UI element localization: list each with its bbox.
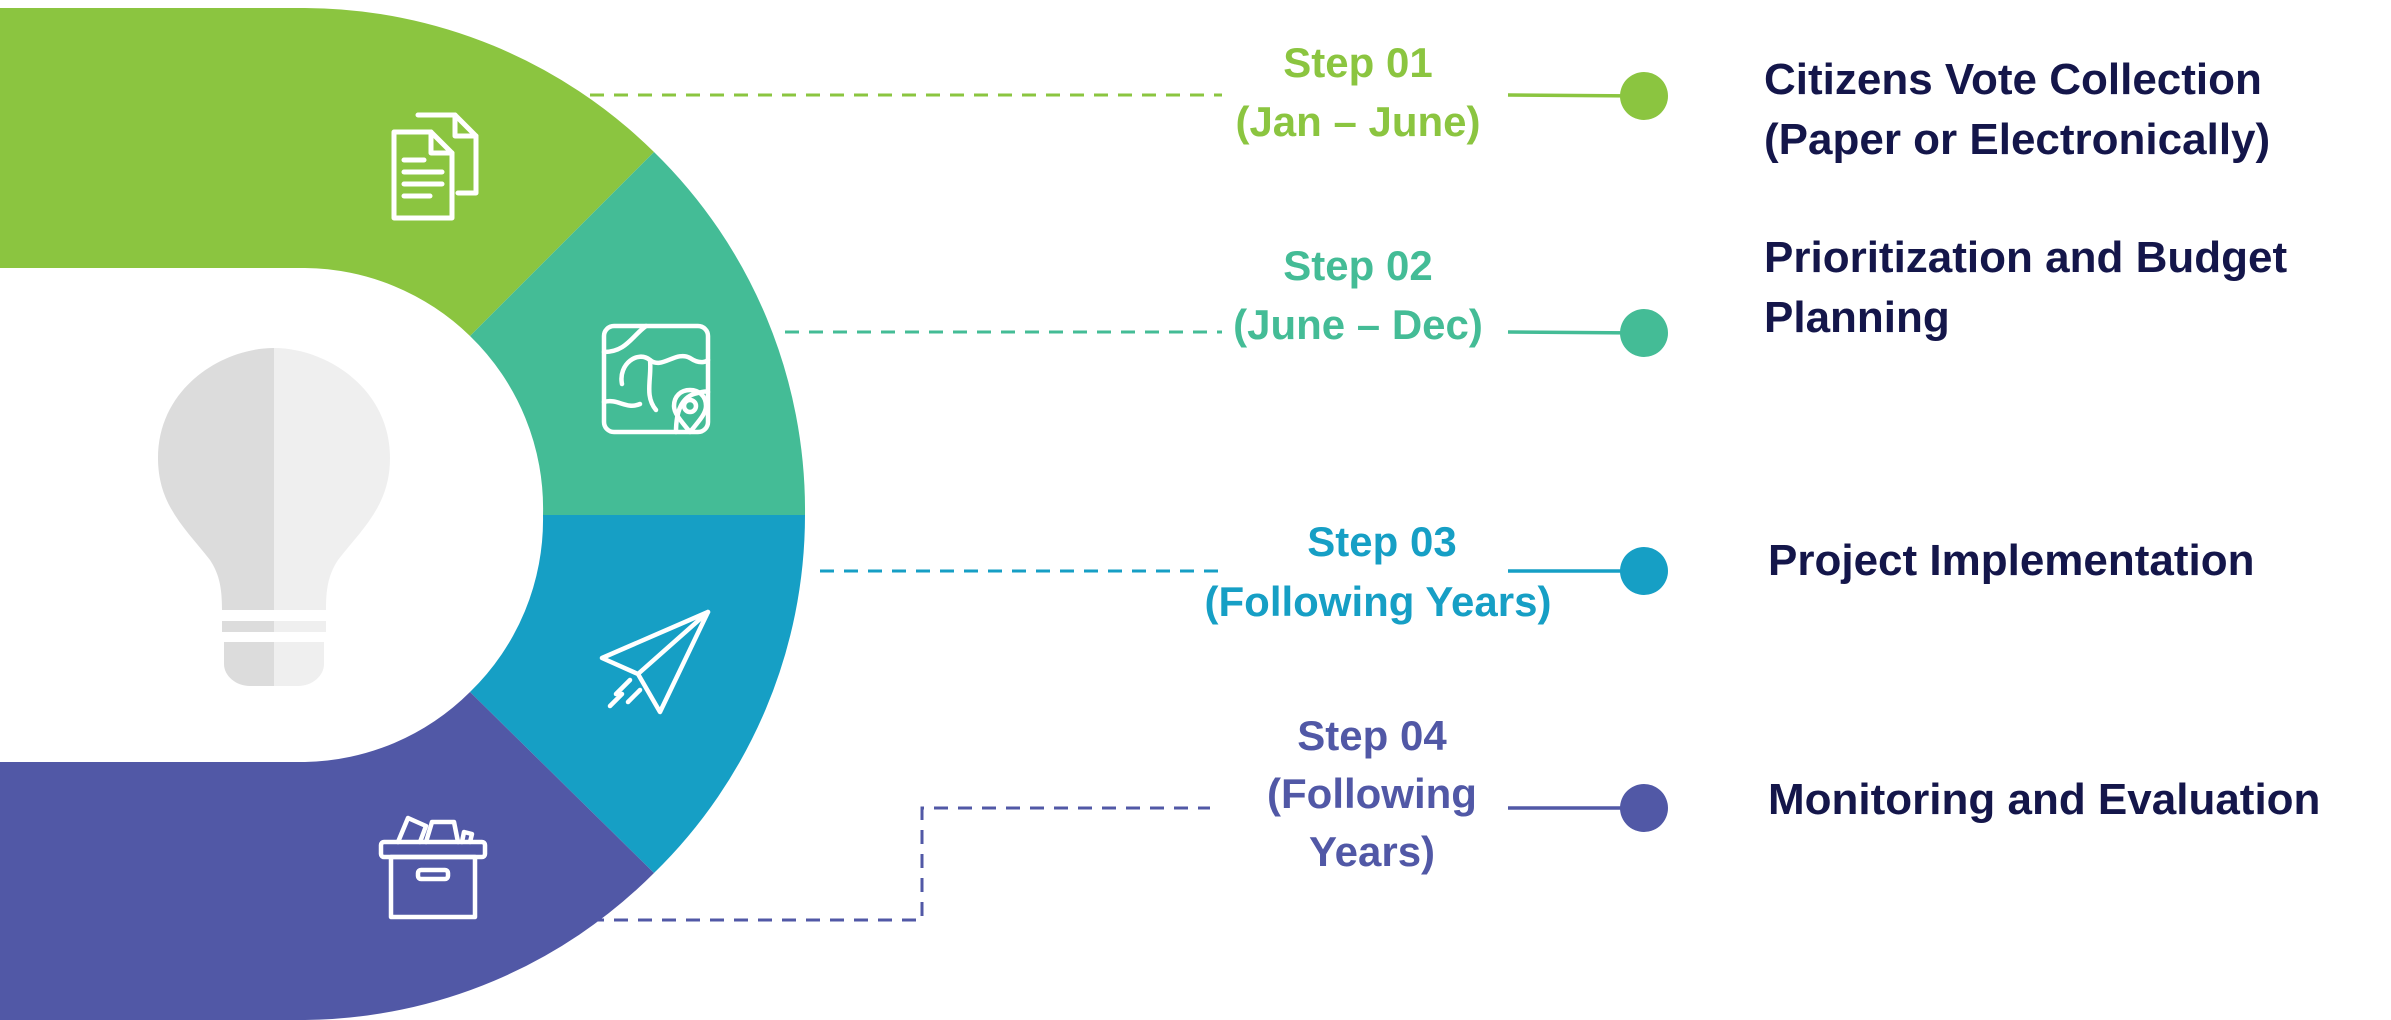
step-03-label: Step 03 [1307, 518, 1456, 565]
step-01-title-line2: (Paper or Electronically) [1764, 115, 2270, 164]
step-02-label: Step 02 [1283, 242, 1432, 289]
paper-plane-icon [599, 609, 711, 715]
step-04-label: Step 04 [1297, 712, 1447, 759]
dot-step-04 [1620, 784, 1668, 832]
segment-step-01 [0, 8, 654, 336]
step-01-period: (Jan – June) [1235, 98, 1480, 145]
step-02-title-line1: Prioritization and Budget [1764, 233, 2287, 282]
step-03-period: (Following Years) [1205, 578, 1552, 625]
documents-icon [391, 112, 479, 221]
dot-step-02 [1620, 309, 1668, 357]
step-04-period-line2: Years) [1309, 828, 1435, 875]
leader-line-step-04 [590, 806, 1210, 922]
step-01-label: Step 01 [1283, 39, 1432, 86]
step-01-title-line1: Citizens Vote Collection [1764, 55, 2262, 104]
dot-step-03 [1620, 547, 1668, 595]
segment-step-04 [0, 692, 654, 1020]
step-02-title-line2: Planning [1764, 293, 1950, 342]
leader-lines [590, 93, 1222, 922]
archive-box-icon [378, 815, 488, 920]
map-location-icon [601, 323, 711, 435]
connectors [1507, 72, 1668, 832]
dot-step-01 [1620, 72, 1668, 120]
light-bulb-icon [158, 348, 390, 686]
step-02-period: (June – Dec) [1233, 301, 1483, 348]
step-03-title: Project Implementation [1768, 536, 2255, 585]
step-04-title: Monitoring and Evaluation [1768, 775, 2320, 824]
step-04-period-line1: (Following [1267, 770, 1477, 817]
